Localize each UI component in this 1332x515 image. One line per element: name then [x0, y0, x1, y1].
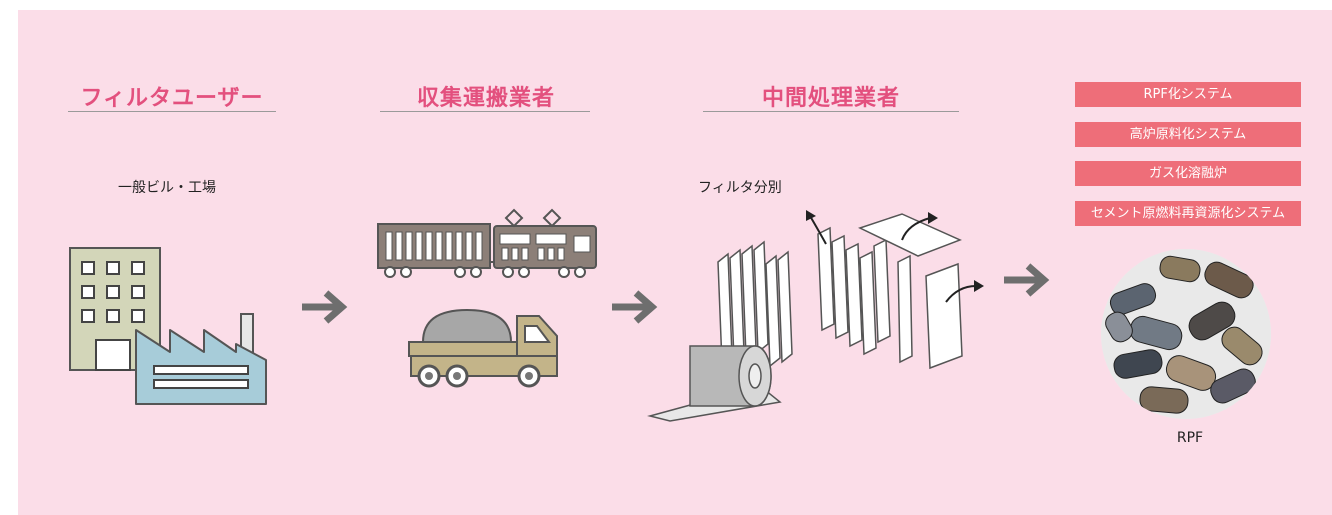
freight-train-icon — [377, 208, 597, 278]
system-rpf: RPF化システム — [1075, 82, 1301, 107]
flow-arrow-icon — [1004, 263, 1050, 297]
filter-sorting-icon — [647, 210, 984, 422]
building-factory-icon — [69, 247, 267, 405]
flow-arrow-icon — [302, 290, 348, 324]
flow-arrow-icon — [612, 290, 658, 324]
label-building-factory: 一般ビル・工場 — [118, 180, 216, 196]
heading-underline — [68, 111, 276, 112]
heading-underline — [380, 111, 590, 112]
rpf-pellets-image — [1101, 249, 1271, 419]
heading-underline — [703, 111, 959, 112]
rpf-label: RPF — [1176, 430, 1204, 446]
heading-processor: 中間処理業者 — [761, 86, 900, 111]
system-gasification-melting: ガス化溶融炉 — [1075, 161, 1301, 186]
label-filter-sorting: フィルタ分別 — [698, 180, 782, 196]
system-cement-recycling: セメント原燃料再資源化システム — [1075, 201, 1301, 226]
dump-truck-icon — [408, 308, 558, 388]
heading-filter-user: フィルタユーザー — [80, 86, 264, 111]
system-blast-furnace: 高炉原料化システム — [1075, 122, 1301, 147]
heading-collector: 収集運搬業者 — [416, 86, 555, 111]
